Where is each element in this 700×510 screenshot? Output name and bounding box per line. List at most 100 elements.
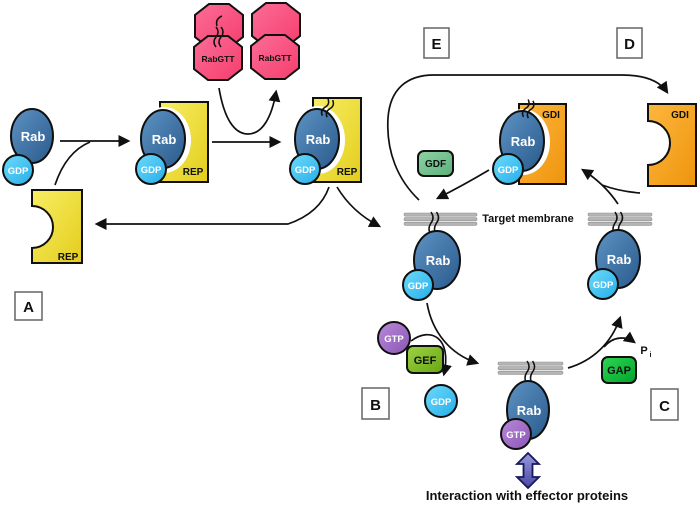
prenyl-squiggle-icon <box>320 98 330 116</box>
gef-exchange: GTP GEF GDP <box>377 321 458 418</box>
gdp-nucleotide <box>135 153 167 185</box>
rep-label: REP <box>183 167 204 178</box>
rab-rep-complex: Rab GDP REP <box>135 101 209 185</box>
effector-interaction-label: Interaction with effector proteins <box>426 488 628 503</box>
panel-d: D <box>616 27 643 59</box>
rep-protein <box>31 189 83 264</box>
rab-label: Rab <box>21 129 46 144</box>
panel-d-label: D <box>624 36 635 53</box>
gdp-label: GDP <box>141 165 162 176</box>
panel-a-box <box>14 291 43 321</box>
rep-label: REP <box>337 167 358 178</box>
prenyl-squiggle-icon <box>218 26 224 48</box>
prenyl-squiggle-icon <box>215 15 223 27</box>
arrow-rep-recycle-left <box>94 186 330 230</box>
rabggtase-label: RabGTT <box>258 53 292 63</box>
gdf-factor: GDF <box>417 150 454 177</box>
prenyl-anchor <box>320 98 335 118</box>
rabggtase-free: RabGTT <box>250 1 301 80</box>
arrow-gdi-recycle-loop <box>386 74 669 201</box>
panel-c: C <box>650 388 679 421</box>
gap-protein <box>601 356 637 384</box>
membrane-bar <box>497 366 564 371</box>
gap-hydrolysis: GAP P i <box>601 345 652 384</box>
arrow-extraction-to-gdi-complex <box>581 168 619 205</box>
prenyl-squiggle-icon <box>325 99 335 118</box>
prenyl-squiggle-icon <box>521 99 530 118</box>
panel-e: E <box>423 27 450 59</box>
panel-d-box <box>616 27 643 59</box>
rabggtase-subunit <box>193 35 243 81</box>
membrane-rab-gdp-right: Rab GDP <box>587 229 641 300</box>
panel-b-box <box>361 387 390 420</box>
arrow-gef-activation <box>426 302 480 366</box>
rab-label: Rab <box>607 252 632 267</box>
arrow-layer <box>54 74 669 377</box>
gdp-label: GDP <box>593 280 614 291</box>
prenyl-squiggle-icon <box>526 100 535 119</box>
membrane-bar <box>497 361 564 366</box>
gtp-nucleotide <box>500 418 532 450</box>
membrane-bar <box>587 217 653 222</box>
arrow-tail-rep-joining <box>54 141 91 186</box>
gdi-label: GDI <box>542 110 560 121</box>
gdp-nucleotide <box>424 384 458 418</box>
gtp-nucleotide <box>377 321 411 355</box>
effector-interaction: Interaction with effector proteins <box>426 451 628 503</box>
gdf-label: GDF <box>425 159 446 170</box>
membrane-left <box>403 211 478 236</box>
free-gdi: GDI <box>647 103 697 187</box>
rab-rep-complex-prenylated: Rab GDP REP <box>289 97 362 185</box>
gtp-label: GTP <box>506 430 526 441</box>
gdi-label: GDI <box>671 110 689 121</box>
arrow-gdf-delivery <box>435 169 490 200</box>
gdp-label: GDP <box>8 166 29 177</box>
panel-a-label: A <box>23 299 34 316</box>
phosphate-subscript: i <box>650 352 652 359</box>
gdi-protein <box>647 103 697 187</box>
gap-label: GAP <box>607 365 631 377</box>
membrane-bar <box>403 212 478 217</box>
gef-label: GEF <box>414 355 437 367</box>
rab-gdi-complex: Rab GDP GDI <box>492 99 567 185</box>
prenyl-anchor <box>521 99 535 119</box>
phosphate-label: P <box>640 345 647 357</box>
gef-protein <box>406 345 444 374</box>
gdp-nucleotide <box>402 269 434 301</box>
free-rab-gdp: Rab GDP <box>2 108 54 186</box>
rabggtase-label: RabGTT <box>201 54 235 64</box>
panel-c-box <box>650 388 679 421</box>
gdp-nucleotide <box>587 268 619 300</box>
rabggtase-bound: RabGTT <box>193 3 244 81</box>
gdp-label: GDP <box>295 165 316 176</box>
arrow-gap-inactivation <box>567 315 623 369</box>
panel-a: A <box>14 291 43 321</box>
free-rep: REP <box>31 189 83 264</box>
membrane-bar <box>497 370 564 375</box>
gdp-label: GDP <box>431 397 452 408</box>
arrow-rab-to-membrane <box>336 186 382 228</box>
rep-label: REP <box>58 252 79 263</box>
membrane-bar <box>587 212 653 217</box>
rabggtase-subunit <box>250 34 300 80</box>
gdf-protein <box>417 150 454 177</box>
membrane-bar <box>403 221 478 226</box>
membrane-right <box>587 211 653 236</box>
membrane-rab-gtp-active: Rab GTP <box>500 380 550 450</box>
gdp-nucleotide <box>289 153 321 185</box>
membrane-rab-gdp-left: Rab GDP <box>402 230 461 301</box>
membrane-bar <box>403 217 478 222</box>
double-arrow-icon <box>514 451 542 490</box>
rab-label: Rab <box>517 403 542 418</box>
panel-b-label: B <box>370 397 381 414</box>
arrow-gtp-gdp-exchange <box>410 333 452 377</box>
panel-e-box <box>423 27 450 59</box>
rab-label: Rab <box>511 134 536 149</box>
gdp-nucleotide <box>492 153 524 185</box>
prenyl-squiggle-icon <box>213 26 219 48</box>
gdp-label: GDP <box>498 165 519 176</box>
arrow-rabggtase-cycle <box>218 87 281 135</box>
gtp-label: GTP <box>384 334 404 345</box>
